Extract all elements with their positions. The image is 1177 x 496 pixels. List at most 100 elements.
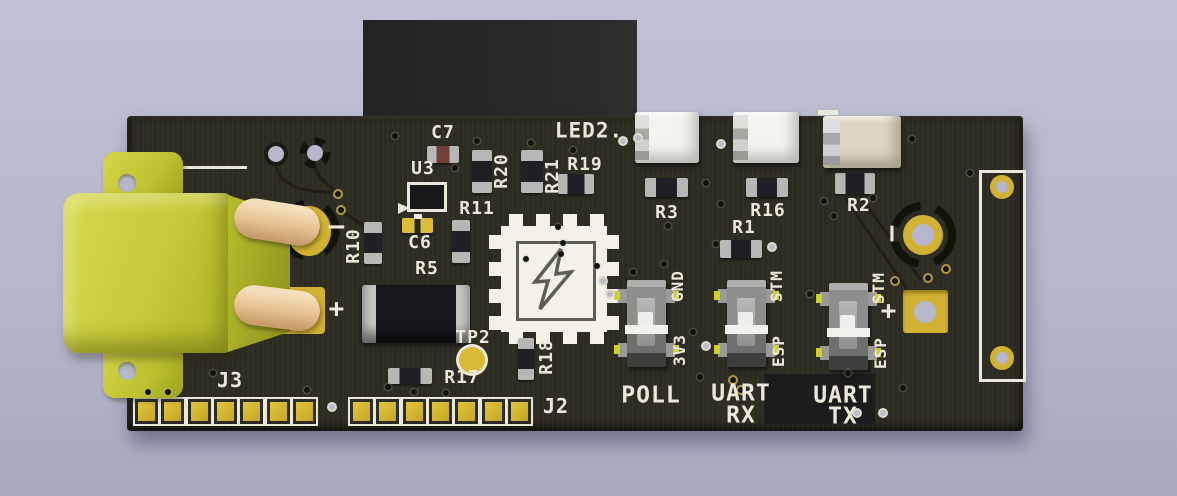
via (594, 263, 600, 269)
switch-uart-tx[interactable] (816, 283, 881, 370)
refdes-r19: R19 (567, 154, 603, 175)
refdes-r11: R11 (459, 198, 495, 219)
switch-terminal (868, 346, 877, 360)
output-minus-hole (912, 224, 934, 246)
switch-terminal (666, 343, 675, 357)
via (909, 136, 915, 142)
via (854, 410, 860, 416)
via (730, 377, 736, 383)
refdes-r5: R5 (415, 258, 439, 279)
switch-pad (875, 294, 881, 303)
capacitor-c7 (427, 146, 459, 163)
refdes-r3: R3 (655, 202, 679, 223)
j3-pad (133, 397, 160, 426)
switch2-top-label: STM (767, 270, 786, 302)
switch2-bottom-label: ESP (769, 335, 788, 367)
switch-pad (714, 345, 720, 354)
output-plus-hole (914, 301, 936, 323)
via (703, 180, 709, 186)
via (661, 261, 667, 267)
via (607, 291, 613, 297)
lightning-bolt-icon (531, 247, 576, 311)
via (821, 198, 827, 204)
via (880, 410, 886, 416)
via (807, 291, 813, 297)
refdes-r16: R16 (750, 200, 786, 221)
switch-pad (673, 291, 679, 300)
switch-actuator-highlight (840, 315, 855, 329)
via (329, 404, 335, 410)
via (703, 343, 709, 349)
resistor-r18 (518, 338, 534, 380)
via (145, 389, 151, 395)
resistor-r10 (364, 222, 382, 264)
connector-screw-hole (118, 362, 136, 380)
via (697, 374, 703, 380)
resistor-r20 (472, 150, 492, 193)
via (304, 387, 310, 393)
ic-u3-pin1-arrow (398, 203, 410, 214)
refdes-tp2: TP2 (455, 327, 491, 348)
via (665, 223, 671, 229)
switch-pad (673, 345, 679, 354)
resistor-r21 (521, 150, 543, 193)
via (474, 138, 480, 144)
j2-pad (401, 397, 428, 426)
via (210, 370, 216, 376)
refdes-j2: J2 (542, 394, 570, 418)
testpoint-tp2 (459, 347, 485, 373)
led-2 (733, 112, 799, 163)
via (831, 213, 837, 219)
refdes-r21: R21 (542, 158, 563, 194)
resistor-r17 (388, 368, 432, 384)
via (392, 133, 398, 139)
j2-pad (427, 397, 454, 426)
switch3-bottom-label: ESP (871, 337, 890, 369)
via (560, 240, 566, 246)
via (630, 269, 636, 275)
via (558, 251, 564, 257)
via (718, 141, 724, 147)
j3-pad (238, 397, 265, 426)
j3-pad (291, 397, 318, 426)
switch-pad (714, 291, 720, 300)
switch-stripe (827, 328, 870, 337)
switch-stripe (625, 325, 668, 334)
switch-pad (773, 345, 779, 354)
j3-pad (186, 397, 213, 426)
switch-terminal (718, 289, 727, 303)
switch-terminal (868, 292, 877, 306)
switch-poll[interactable] (614, 280, 679, 367)
edge-connector-outline (979, 170, 1026, 382)
via (870, 195, 876, 201)
switch-uart-rx[interactable] (714, 280, 779, 367)
switch-terminal (666, 289, 675, 303)
via (620, 138, 626, 144)
refdes-r1: R1 (732, 217, 756, 238)
switch2-name-line1: UART (711, 380, 771, 407)
via (338, 207, 344, 213)
output-plus-mark: + (880, 296, 898, 326)
j2-pad (480, 397, 507, 426)
resistor-r1 (720, 240, 762, 258)
resistor-r2 (835, 173, 875, 194)
connector-screw-hole (118, 174, 136, 192)
via (845, 370, 851, 376)
j2-pad (506, 397, 533, 426)
via (528, 140, 534, 146)
mcu-silkscreen-pins (509, 214, 604, 227)
resistor-r19 (558, 174, 594, 194)
led-3 (823, 116, 901, 168)
refdes-r10: R10 (343, 228, 364, 264)
via (523, 256, 529, 262)
switch-terminal (618, 289, 627, 303)
refdes-r20: R20 (491, 153, 512, 189)
via (943, 266, 949, 272)
via (635, 135, 641, 141)
capacitor-c6-dot (414, 214, 422, 219)
switch-terminal (766, 289, 775, 303)
mounting-hole (268, 146, 284, 162)
via (690, 329, 696, 335)
switch-actuator-highlight (638, 312, 653, 326)
